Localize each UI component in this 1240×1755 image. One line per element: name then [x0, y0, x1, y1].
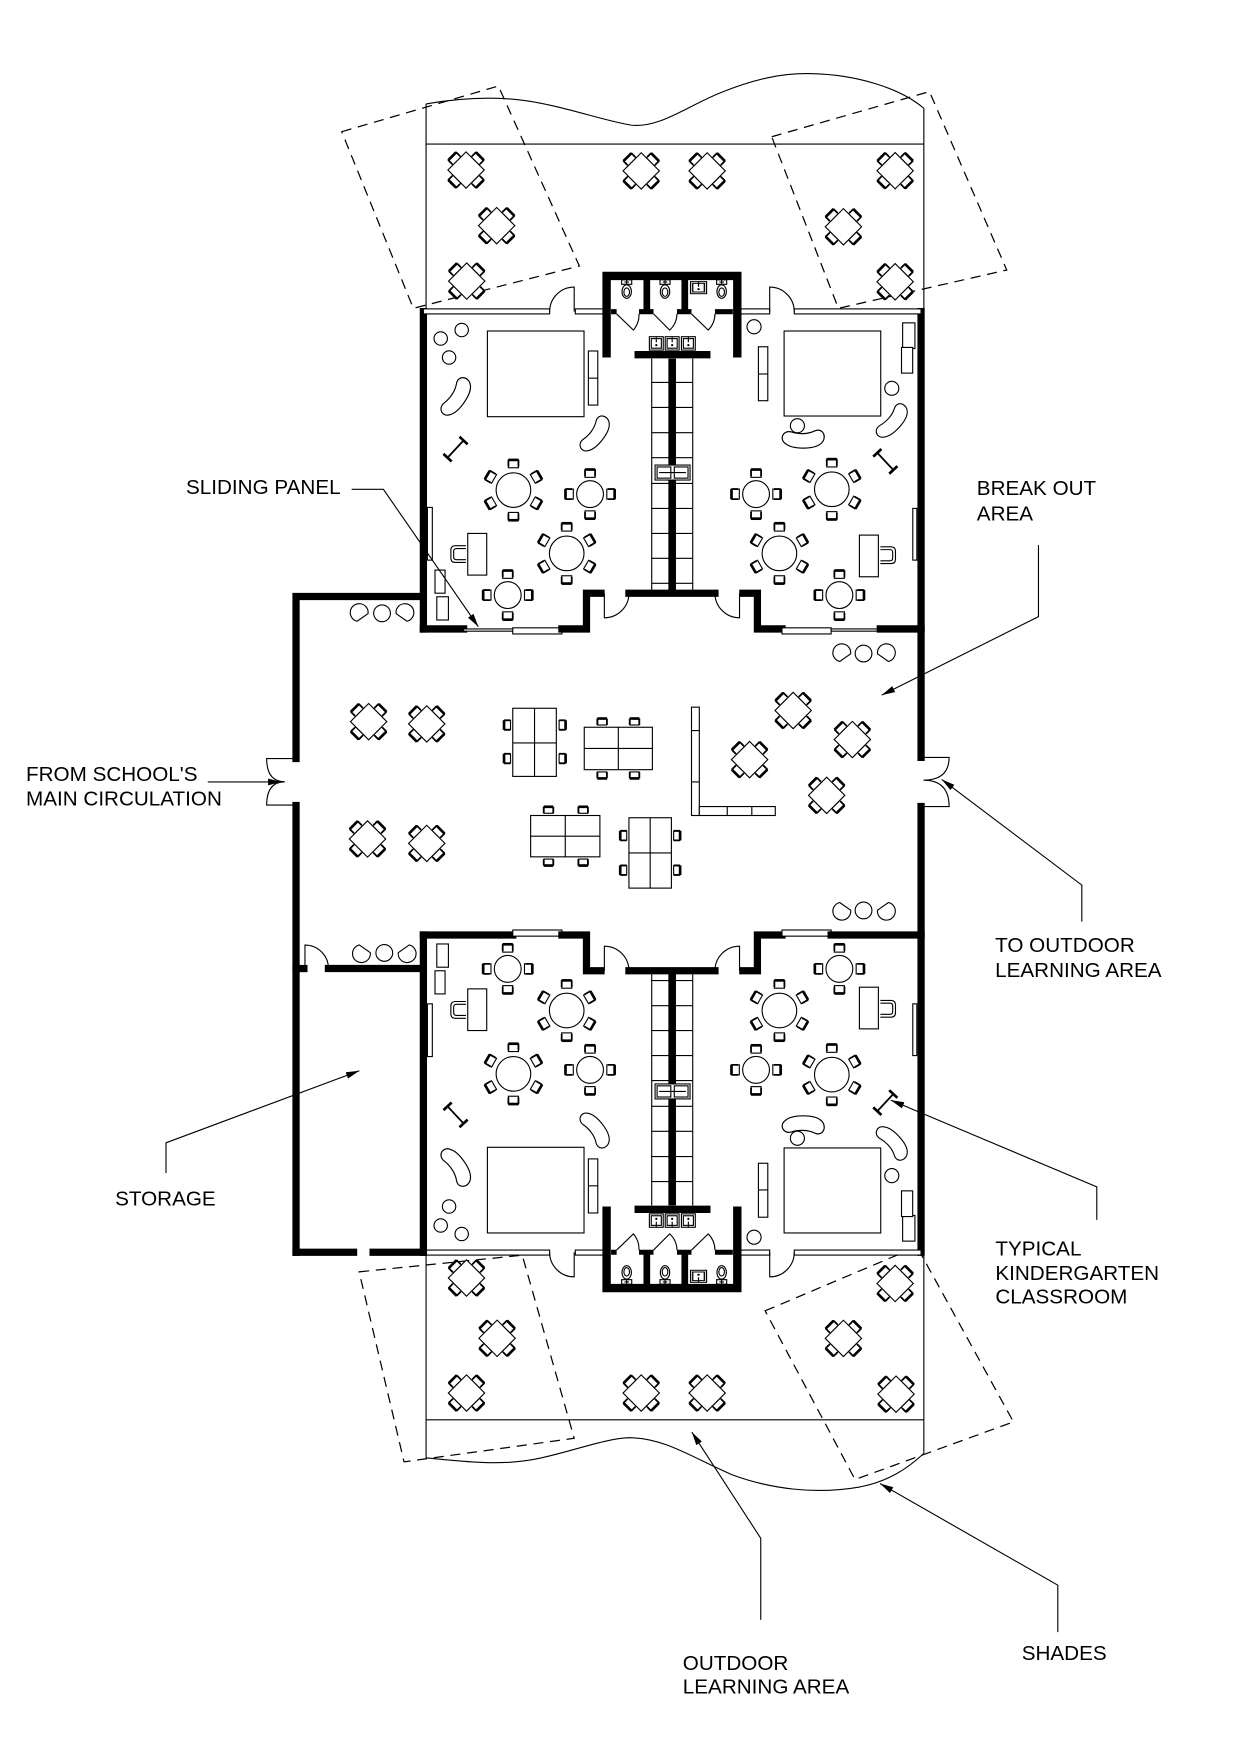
label-storage: STORAGE: [115, 1187, 216, 1210]
outdoor-table: [867, 143, 922, 198]
outdoor-table: [469, 1311, 524, 1366]
lounge-chairs: [348, 943, 421, 967]
label-classroom-line-1: TYPICAL: [995, 1238, 1081, 1261]
label-shades: SHADES: [1022, 1642, 1107, 1665]
shade-canopy: [770, 90, 1008, 310]
storage-room: [292, 944, 428, 1256]
callout-sliding-panel: SLIDING PANEL: [186, 476, 479, 628]
shade-canopy: [764, 1245, 1015, 1481]
label-outdoor-line-1: OUTDOOR: [683, 1652, 789, 1675]
outdoor-boundary: [426, 1437, 925, 1491]
outdoor-edge: [425, 103, 925, 310]
break-out-area-furniture: [340, 599, 900, 967]
label-main-circulation-line-2: MAIN CIRCULATION: [26, 787, 222, 810]
outdoor-table: [679, 1365, 734, 1420]
outdoor-area-bottom: [358, 1245, 1015, 1491]
sliding-panel-window: [512, 627, 563, 635]
leader-line: [691, 1431, 762, 1620]
callout-storage: STORAGE: [115, 1070, 360, 1210]
label-to-outdoor-line-2: LEARNING AREA: [995, 959, 1162, 982]
label-break-out-line-1: BREAK OUT: [977, 477, 1097, 500]
group-table: [502, 707, 567, 777]
group-table: [583, 717, 653, 780]
label-sliding-panel: SLIDING PANEL: [186, 476, 341, 499]
callout-to-outdoor: TO OUTDOOR LEARNING AREA: [941, 778, 1162, 982]
outdoor-table: [469, 198, 524, 253]
label-classroom-line-3: CLASSROOM: [995, 1285, 1127, 1308]
lounge-chairs: [346, 599, 418, 624]
callout-break-out-area: BREAK OUT AREA: [881, 477, 1097, 696]
outdoor-boundary: [425, 73, 925, 126]
callout-outdoor-learning-area: OUTDOOR LEARNING AREA: [683, 1431, 850, 1699]
outdoor-table: [438, 142, 493, 197]
label-main-circulation-line-1: FROM SCHOOL'S: [26, 763, 198, 786]
l-shaped-bench: [690, 706, 776, 817]
label-break-out-line-2: AREA: [977, 503, 1033, 526]
leader-line: [351, 488, 479, 628]
main-entrance-double-door: [266, 757, 293, 806]
outdoor-facing-walls-bottom: [422, 1249, 922, 1278]
leader-line: [165, 1070, 360, 1173]
group-table: [530, 805, 601, 867]
label-to-outdoor-line-1: TO OUTDOOR: [995, 934, 1135, 957]
sliding-panel: [463, 628, 515, 632]
outdoor-table: [868, 1367, 923, 1422]
label-classroom-line-2: KINDERGARTEN: [995, 1262, 1159, 1285]
outdoor-table: [867, 254, 922, 309]
lounge-chairs: [828, 900, 900, 925]
leader-line: [890, 1099, 1098, 1220]
outdoor-table: [439, 1250, 494, 1305]
leader-line: [941, 778, 1083, 922]
sliding-panel-window: [781, 627, 832, 635]
outdoor-table: [679, 143, 734, 198]
top-classroom-breakout-walls: [419, 589, 925, 635]
callout-shades: SHADES: [879, 1483, 1107, 1665]
exterior-wall: [292, 592, 428, 763]
outdoor-facing-walls-top: [422, 286, 922, 315]
leader-line: [881, 545, 1040, 696]
outdoor-table: [614, 143, 669, 198]
window: [781, 929, 832, 937]
outdoor-table: [816, 199, 871, 254]
outdoor-table: [614, 1365, 669, 1420]
storage-door: [304, 944, 329, 969]
window: [512, 929, 563, 937]
building: [266, 276, 950, 1288]
label-outdoor-line-2: LEARNING AREA: [683, 1676, 850, 1699]
outdoor-table: [439, 1365, 494, 1420]
leader-line: [879, 1483, 1059, 1633]
lounge-chairs: [828, 639, 900, 664]
outdoor-table: [439, 253, 494, 308]
callout-typical-classroom: TYPICAL KINDERGARTEN CLASSROOM: [890, 1099, 1159, 1308]
callouts: SLIDING PANEL BREAK OUT AREA FROM SCHOOL…: [26, 476, 1162, 1699]
outdoor-exit-double-door: [923, 756, 950, 808]
bottom-classroom-breakout-walls: [419, 929, 925, 975]
group-table: [618, 817, 682, 889]
outdoor-area-top: [340, 73, 1008, 310]
sliding-panel: [830, 628, 881, 632]
outdoor-table: [816, 1311, 871, 1366]
callout-main-circulation: FROM SCHOOL'S MAIN CIRCULATION: [26, 763, 282, 810]
